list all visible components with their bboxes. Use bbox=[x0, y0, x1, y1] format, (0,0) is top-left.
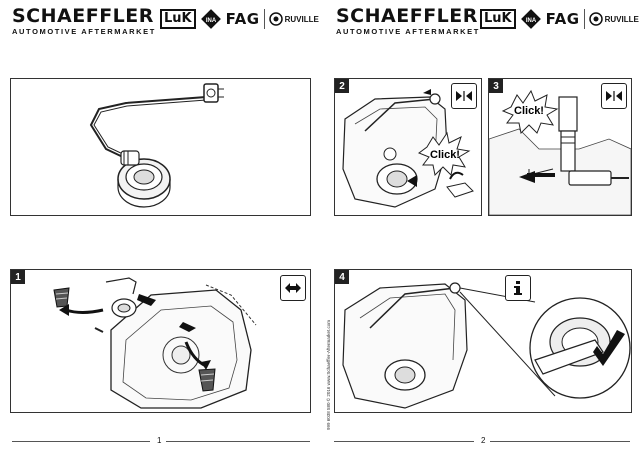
brand-subtitle: AUTOMOTIVE AFTERMARKET bbox=[12, 27, 156, 36]
ruville-logo: RUVILLE bbox=[268, 12, 319, 26]
page-1: SCHAEFFLER AUTOMOTIVE AFTERMARKET LuK IN… bbox=[10, 5, 319, 445]
luk-logo: LuK bbox=[160, 9, 196, 29]
line-connector bbox=[203, 83, 224, 103]
connector-illustration: Click! bbox=[489, 89, 631, 215]
click-callout: Click! bbox=[501, 89, 559, 135]
brand-subtitle: AUTOMOTIVE AFTERMARKET bbox=[336, 27, 480, 36]
ina-logo: INA bbox=[520, 9, 541, 29]
release-bearing bbox=[117, 150, 171, 208]
page-2: SCHAEFFLER AUTOMOTIVE AFTERMARKET LuK IN… bbox=[320, 0, 640, 451]
connect-arrows-icon bbox=[451, 83, 477, 109]
svg-text:INA: INA bbox=[205, 18, 216, 24]
arrow-left bbox=[59, 304, 69, 316]
fag-logo: FAG bbox=[545, 10, 580, 28]
quick-connector bbox=[558, 96, 629, 186]
step-number: 3 bbox=[489, 79, 503, 93]
luk-logo: LuK bbox=[480, 9, 516, 29]
overview-panel bbox=[10, 78, 311, 216]
rubber-boot-right bbox=[198, 368, 216, 392]
svg-text:INA: INA bbox=[525, 18, 536, 24]
footer-rule-right bbox=[166, 441, 310, 442]
ruville-emblem-icon bbox=[588, 12, 603, 26]
ina-logo: INA bbox=[200, 9, 221, 29]
ruville-logo: RUVILLE bbox=[588, 12, 639, 26]
footer-rule-left bbox=[334, 441, 474, 442]
connect-arrows-icon bbox=[601, 83, 627, 109]
footer-rule-right bbox=[490, 441, 630, 442]
footer-rule-left bbox=[12, 441, 150, 442]
ruville-label: RUVILLE bbox=[284, 14, 319, 24]
brand-header: SCHAEFFLER AUTOMOTIVE AFTERMARKET bbox=[336, 5, 480, 37]
checkmark-icon bbox=[593, 330, 625, 366]
brand-name: SCHAEFFLER bbox=[336, 5, 478, 27]
click-label: Click! bbox=[430, 149, 460, 161]
step-number: 2 bbox=[335, 79, 349, 93]
rubber-boot-left bbox=[53, 287, 70, 308]
zoom-detail bbox=[529, 297, 631, 399]
arrow-insert bbox=[137, 294, 156, 306]
check-illustration bbox=[342, 282, 631, 409]
step-2-panel: 2 Click! bbox=[334, 78, 482, 216]
logo-divider bbox=[263, 9, 265, 29]
logo-divider bbox=[583, 9, 585, 29]
logo-row: LuK INA FAG RUVILLE bbox=[160, 8, 319, 30]
step-1-panel: 1 bbox=[10, 269, 311, 413]
page-number: 2 bbox=[481, 436, 486, 445]
click-callout: Click! bbox=[417, 131, 471, 177]
brand-name: SCHAEFFLER bbox=[12, 5, 154, 27]
fag-logo: FAG bbox=[225, 10, 260, 28]
slave-cylinder bbox=[376, 147, 418, 195]
info-icon bbox=[505, 275, 531, 301]
ruville-emblem-icon bbox=[268, 12, 283, 26]
step-number: 1 bbox=[11, 270, 25, 284]
click-label: Click! bbox=[514, 105, 544, 117]
document-reference: 999 6038 580 © 2016 www.Schaeffler-After… bbox=[326, 319, 331, 430]
old-bearing bbox=[105, 277, 137, 318]
ruville-label: RUVILLE bbox=[604, 14, 639, 24]
bearing-illustration bbox=[89, 83, 224, 208]
transmission-illustration bbox=[53, 277, 257, 409]
arrow-down bbox=[179, 322, 196, 332]
swap-arrows-icon bbox=[280, 275, 306, 301]
installed-bearing bbox=[384, 359, 426, 391]
step-3-panel: 3 Click! bbox=[488, 78, 632, 216]
logo-row: LuK INA FAG RUVILLE bbox=[480, 8, 639, 30]
brand-header: SCHAEFFLER AUTOMOTIVE AFTERMARKET bbox=[12, 5, 156, 37]
step-number: 4 bbox=[335, 270, 349, 284]
page-number: 1 bbox=[157, 436, 162, 445]
installation-illustration: Click! bbox=[342, 89, 474, 208]
step-4-panel: 4 bbox=[334, 269, 632, 413]
